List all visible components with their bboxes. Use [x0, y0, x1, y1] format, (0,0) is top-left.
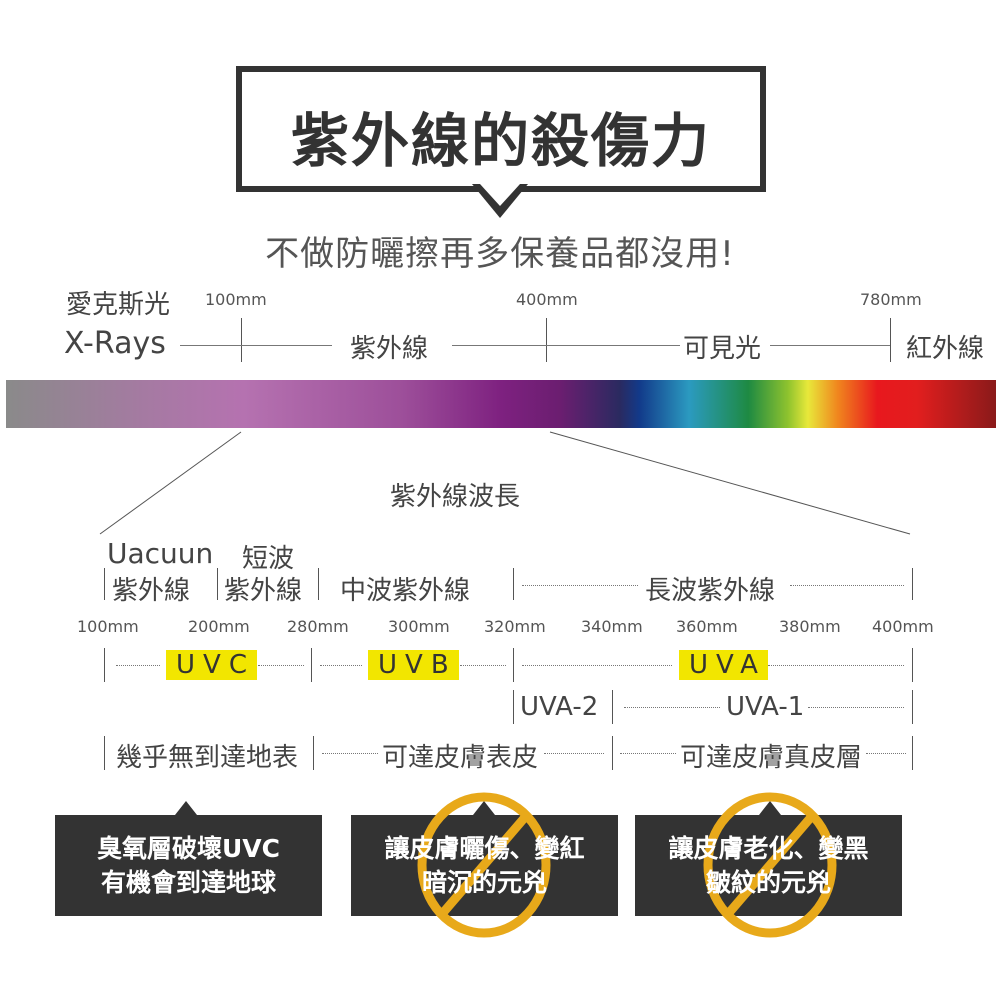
short-top: 短波: [242, 544, 295, 574]
reach-uva: 可達皮膚真皮層: [680, 743, 863, 773]
card-line: 臭氧層破壞UVC: [97, 834, 280, 863]
wl-320: 320mm: [484, 617, 546, 636]
arrow-dotted: [624, 707, 720, 708]
card-line: 讓皮膚老化、變黑: [668, 834, 869, 863]
divider: [912, 690, 913, 724]
vacuum-en: Uacuun: [107, 537, 214, 570]
mid-wave: 中波紫外線: [340, 576, 471, 606]
divider: [890, 318, 891, 362]
page-title: 紫外線的殺傷力: [290, 107, 711, 175]
axis-line: [180, 345, 332, 346]
divider: [104, 736, 105, 770]
divider: [318, 568, 319, 600]
prohibited-icon: [417, 792, 551, 938]
divider: [513, 648, 514, 682]
arrow-dotted: [620, 753, 676, 754]
wl-100: 100mm: [77, 617, 139, 636]
wl-400: 400mm: [872, 617, 934, 636]
subtitle: 不做防曬擦再多保養品都沒用!: [265, 234, 735, 274]
arrow-dotted: [808, 707, 904, 708]
wl-380: 380mm: [779, 617, 841, 636]
divider: [313, 736, 314, 770]
long-wave: 長波紫外線: [645, 576, 776, 606]
card-uva-text: 讓皮膚老化、變黑 皺紋的元兇: [635, 832, 902, 900]
axis-line: [452, 345, 680, 346]
divider: [104, 568, 105, 600]
reach-uvb: 可達皮膚表皮: [382, 743, 539, 773]
wl-340: 340mm: [581, 617, 643, 636]
region-uv: 紫外線: [350, 334, 429, 364]
card-pointer: [473, 801, 495, 815]
divider: [241, 318, 242, 362]
tick-780: 780mm: [860, 290, 922, 309]
uva-1: UVA-1: [726, 692, 805, 722]
card-uvb-text: 讓皮膚曬傷、變紅 暗沉的元兇: [351, 832, 618, 900]
card-uvc: [55, 815, 322, 916]
divider: [912, 648, 913, 682]
arrow-dotted: [790, 585, 904, 586]
wl-280: 280mm: [287, 617, 349, 636]
arrow-dotted: [544, 753, 604, 754]
vacuum-zh: 紫外線: [112, 576, 191, 606]
band-uvc: UVC: [166, 650, 257, 680]
divider: [513, 568, 514, 600]
uv-wavelength-heading: 紫外線波長: [390, 482, 521, 512]
spectrum-bar: [6, 380, 996, 428]
uva-2: UVA-2: [520, 692, 599, 722]
card-line: 讓皮膚曬傷、變紅: [384, 834, 585, 863]
divider: [311, 648, 312, 682]
tick-400: 400mm: [516, 290, 578, 309]
arrow-dotted: [866, 753, 906, 754]
divider: [612, 690, 613, 724]
callout-pointer: [472, 184, 528, 218]
region-infrared: 紅外線: [906, 334, 985, 364]
card-pointer: [175, 801, 197, 815]
wl-200: 200mm: [188, 617, 250, 636]
divider: [912, 736, 913, 770]
card-line: 皺紋的元兇: [705, 868, 831, 897]
card-line: 暗沉的元兇: [421, 868, 547, 897]
card-uvc-text: 臭氧層破壞UVC 有機會到達地球: [55, 832, 322, 900]
xray-label-zh: 愛克斯光: [66, 290, 171, 320]
divider: [612, 736, 613, 770]
arrow-dotted: [522, 585, 638, 586]
divider: [104, 648, 105, 682]
wl-360: 360mm: [676, 617, 738, 636]
zoom-lines: [99, 431, 911, 535]
band-uvb: UVB: [368, 650, 459, 680]
arrow-dotted: [116, 665, 160, 666]
arrow-dotted: [522, 665, 672, 666]
arrow-dotted: [320, 665, 362, 666]
region-visible: 可見光: [683, 334, 762, 364]
tick-100: 100mm: [205, 290, 267, 309]
arrow-dotted: [768, 665, 904, 666]
axis-line: [770, 345, 890, 346]
xray-label-en: X-Rays: [64, 326, 166, 361]
arrow-dotted: [322, 753, 378, 754]
band-uva: UVA: [679, 650, 768, 680]
prohibited-icon: [703, 792, 837, 938]
reach-uvc: 幾乎無到達地表: [116, 743, 299, 773]
divider: [217, 568, 218, 600]
short-zh: 紫外線: [224, 576, 303, 606]
card-pointer: [759, 801, 781, 815]
divider: [912, 568, 913, 600]
divider: [546, 318, 547, 362]
title-callout: 紫外線的殺傷力: [236, 66, 766, 192]
card-line: 有機會到達地球: [100, 868, 276, 897]
arrow-dotted: [460, 665, 506, 666]
arrow-dotted: [258, 665, 304, 666]
wl-300: 300mm: [388, 617, 450, 636]
divider: [513, 690, 514, 724]
